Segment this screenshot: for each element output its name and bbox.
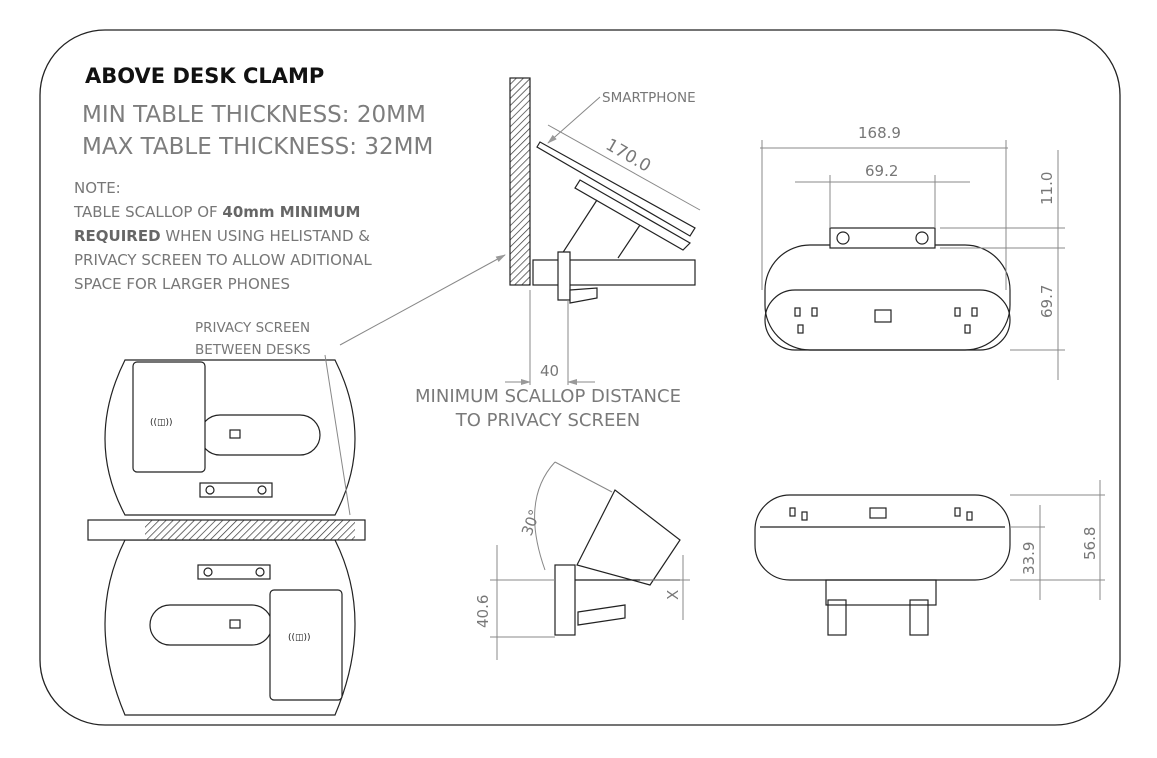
note-line-1: TABLE SCALLOP OF 40mm MINIMUM — [74, 200, 372, 224]
tilt-view — [554, 489, 681, 636]
note-text: WHEN USING HELISTAND & — [160, 227, 370, 245]
dim-clamp-height: 40.6 — [474, 594, 492, 628]
dim-scallop: 40 — [540, 362, 560, 380]
note-line-4: SPACE FOR LARGER PHONES — [74, 275, 290, 293]
privacy-screen-label: PRIVACY SCREEN — [195, 320, 311, 336]
dim-side-total: 56.8 — [1081, 526, 1099, 560]
dim-clamp-x: X — [664, 589, 682, 600]
dim-side-lower: 33.9 — [1020, 541, 1038, 575]
min-thickness-spec: MIN TABLE THICKNESS: 20MM — [82, 102, 426, 128]
drawing-frame — [39, 29, 1121, 726]
note-block: NOTE: TABLE SCALLOP OF 40mm MINIMUM REQU… — [74, 176, 372, 296]
plan-view-desks: ((◫)) ((◫)) — [87, 359, 366, 716]
side-view-clamp — [509, 77, 696, 304]
dim-bracket-height: 11.0 — [1038, 171, 1056, 205]
note-line-3: PRIVACY SCREEN TO ALLOW ADITIONAL — [74, 251, 372, 269]
note-emphasis: REQUIRED — [74, 227, 161, 245]
note-emphasis: 40mm MINIMUM — [222, 203, 361, 221]
svg-text:((◫)): ((◫)) — [288, 633, 311, 643]
scallop-label: MINIMUM SCALLOP DISTANCE — [415, 386, 681, 407]
privacy-screen-label-2: BETWEEN DESKS — [195, 342, 311, 358]
note-line-2: REQUIRED WHEN USING HELISTAND & — [74, 224, 372, 248]
drawing-title: ABOVE DESK CLAMP — [85, 64, 325, 88]
note-heading: NOTE: — [74, 179, 121, 197]
dim-overall-width: 168.9 — [858, 124, 901, 142]
dim-body-height: 69.7 — [1038, 284, 1056, 318]
max-thickness-spec: MAX TABLE THICKNESS: 32MM — [82, 134, 434, 160]
front-view — [764, 227, 1011, 351]
svg-text:((◫)): ((◫)) — [150, 418, 173, 428]
note-text: TABLE SCALLOP OF — [74, 203, 223, 221]
dim-bracket-width: 69.2 — [865, 162, 899, 180]
scallop-label-2: TO PRIVACY SCREEN — [455, 410, 641, 431]
smartphone-label: SMARTPHONE — [602, 90, 696, 106]
top-view — [754, 494, 1011, 636]
